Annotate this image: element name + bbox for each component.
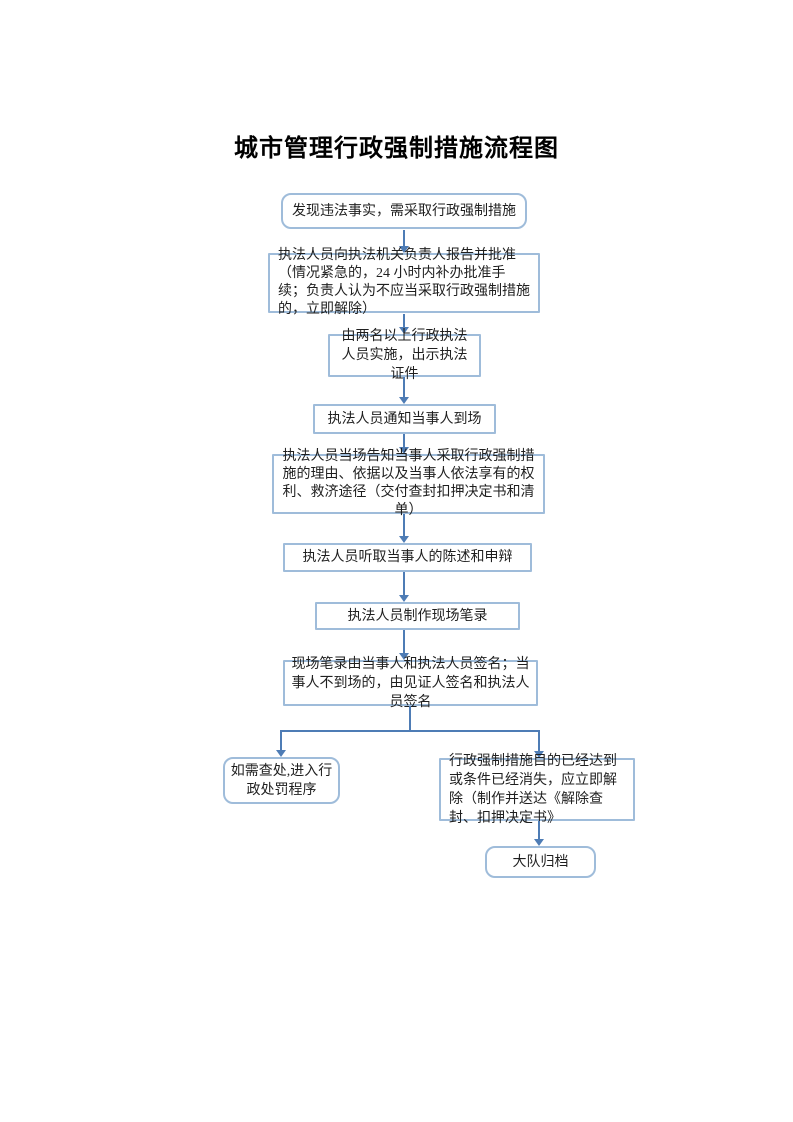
arrow-notify-to-inform: [399, 434, 409, 454]
arrow-branch-to-lift: [534, 730, 544, 758]
arrow-inform-to-hear: [399, 514, 409, 543]
connector-branch-horizontal: [280, 730, 540, 732]
flow-step-lift-measure: 行政强制措施目的已经达到或条件已经消失，应立即解除（制作并送达《解除查封、扣押决…: [439, 754, 635, 826]
flow-step-hear-statement: 执法人员听取当事人的陈述和申辩: [283, 543, 532, 572]
flow-step-start: 发现违法事实，需采取行政强制措施: [281, 193, 527, 229]
flow-step-notify-party: 执法人员通知当事人到场: [313, 404, 496, 434]
flow-step-penalty-procedure: 如需查处,进入行政处罚程序: [223, 757, 340, 804]
arrow-record-to-sign: [399, 630, 409, 660]
flow-step-report-approve: 执法人员向执法机关负责人报告并批准（情况紧急的，24 小时内补办批准手续；负责人…: [268, 248, 540, 317]
arrow-hear-to-record: [399, 572, 409, 602]
arrow-start-to-report: [399, 230, 409, 253]
flow-step-sign-record: 现场笔录由当事人和执法人员签名；当事人不到场的，由见证人签名和执法人员签名: [283, 657, 538, 710]
arrow-branch-to-penalty: [276, 730, 286, 757]
arrow-officers-to-notify: [399, 377, 409, 404]
arrow-lift-to-archive: [534, 821, 544, 846]
page-title: 城市管理行政强制措施流程图: [234, 135, 559, 162]
flow-step-archive: 大队归档: [485, 846, 596, 878]
flow-step-make-site-record: 执法人员制作现场笔录: [315, 602, 520, 630]
arrow-report-to-officers: [399, 314, 409, 334]
connector-branch-stem: [409, 706, 411, 730]
flow-step-inform-rights: 执法人员当场告知当事人采取行政强制措施的理由、依据以及当事人依法享有的权利、救济…: [272, 449, 545, 518]
flow-step-two-officers: 由两名以上行政执法人员实施，出示执法证件: [328, 329, 481, 382]
